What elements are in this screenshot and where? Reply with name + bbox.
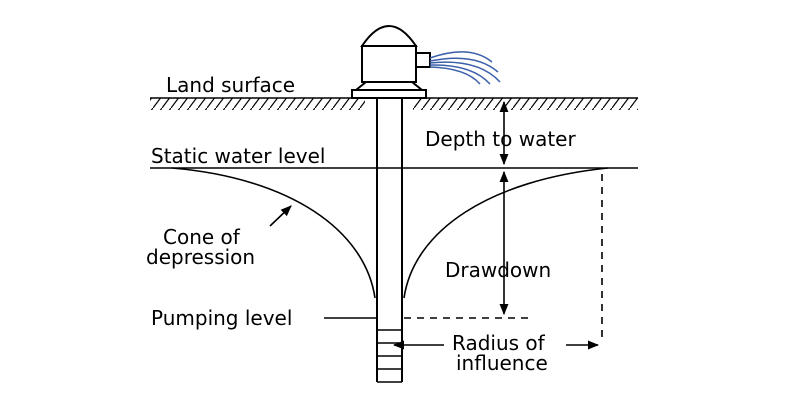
pump-icon [351, 25, 431, 99]
water-spray [429, 51, 501, 85]
radius-of-influence-label-line1: Radius of [452, 331, 546, 355]
land-surface [150, 97, 638, 110]
drawdown-label: Drawdown [445, 258, 551, 282]
cone-of-depression-label-line2: depression [146, 245, 255, 269]
static-water-level-label: Static water level [151, 144, 325, 168]
cone-of-depression-curve [171, 167, 609, 299]
well-casing [376, 98, 403, 318]
well-screen [376, 318, 403, 383]
cone-of-depression-label-line1: Cone of [163, 225, 241, 249]
depth-to-water-label: Depth to water [425, 127, 576, 151]
cone-pointer-arrow [269, 205, 292, 227]
land-surface-label: Land surface [166, 73, 295, 97]
pumping-level-label: Pumping level [151, 306, 292, 330]
radius-of-influence-label-line2: influence [456, 351, 548, 375]
